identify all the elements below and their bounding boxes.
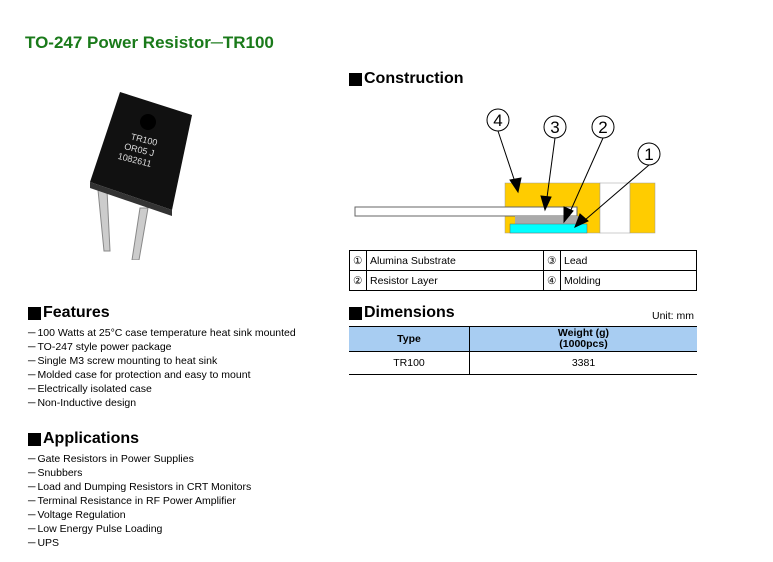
dimensions-heading: Dimensions	[349, 304, 455, 322]
callout-1: 1	[644, 145, 653, 164]
applications-list: Gate Resistors in Power SuppliesSnubbers…	[28, 452, 251, 550]
product-photo: TR100 OR05 J 1082611	[90, 92, 192, 260]
features-heading: Features	[28, 304, 110, 322]
construction-heading: Construction	[349, 70, 464, 88]
construction-diagram: 4 3 2 1	[354, 108, 661, 234]
callout-2: 2	[598, 118, 607, 137]
applications-heading: Applications	[28, 430, 139, 448]
callout-4: 4	[493, 111, 502, 130]
features-list: 100 Watts at 25°C case temperature heat …	[28, 326, 295, 410]
unit-label: Unit: mm	[652, 310, 694, 322]
page-title: TO-247 Power Resistor─TR100	[25, 33, 274, 52]
callout-3: 3	[550, 118, 559, 137]
